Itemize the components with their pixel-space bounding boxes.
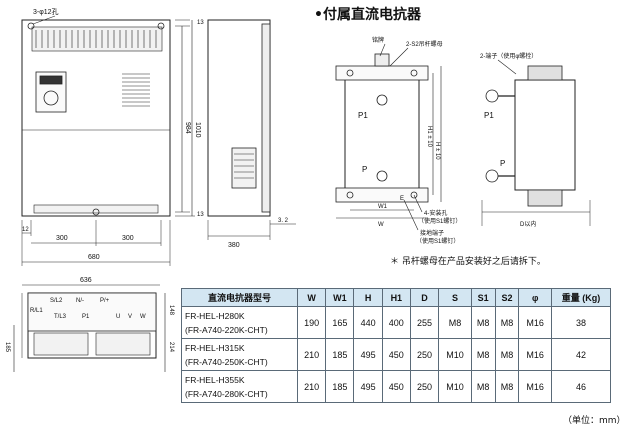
col-model: 直流电抗器型号: [181, 288, 298, 307]
value-cell: M10: [438, 338, 472, 371]
label-mount-holes: 4-安装孔: [424, 209, 447, 217]
reactor-p-label: P: [362, 165, 367, 174]
label-plate: 铭牌: [372, 36, 384, 44]
col-h: H: [353, 288, 383, 307]
table-row: FR-HEL-H315K(FR-A740-250K-CHT) 210 185 4…: [181, 338, 611, 371]
dim-w1: W1: [378, 204, 388, 210]
col-s1: S1: [470, 288, 496, 307]
value-cell: 255: [409, 306, 440, 339]
dim-h: H ± 10: [434, 142, 440, 160]
label-terminal: 2-端子（使用φ螺栓）: [480, 52, 537, 60]
value-cell: 210: [296, 370, 327, 403]
value-cell: 46: [551, 370, 611, 403]
value-cell: 185: [325, 370, 355, 403]
col-s: S: [438, 288, 472, 307]
table-row: FR-HEL-H280K(FR-A740-220K-CHT) 190 165 4…: [181, 306, 611, 339]
inverter-terminal-view: [13, 284, 166, 372]
value-cell: 250: [409, 338, 440, 371]
side-p-label: P: [500, 159, 505, 168]
value-cell: 440: [353, 306, 383, 339]
terminal-t-l3: T/L3: [54, 314, 67, 320]
dim-636: 636: [80, 277, 92, 284]
value-cell: M8: [494, 338, 520, 371]
col-w: W: [296, 288, 327, 307]
table-row: FR-HEL-H355K(FR-A740-280K-CHT) 210 185 4…: [181, 370, 611, 403]
section-title: •付属直流电抗器: [314, 7, 421, 23]
model-cell: FR-HEL-H280K(FR-A740-220K-CHT): [181, 306, 298, 339]
value-cell: M16: [518, 370, 552, 403]
value-cell: 450: [381, 338, 411, 371]
dim-w: W: [378, 222, 384, 228]
label-ground-terminal-sub: （使用S1螺钉）: [416, 237, 459, 245]
value-cell: 185: [325, 338, 355, 371]
value-cell: 210: [296, 338, 327, 371]
value-cell: M8: [470, 306, 496, 339]
reactor-front-view: [335, 43, 442, 231]
value-cell: M8: [494, 306, 520, 339]
value-cell: 250: [409, 370, 440, 403]
col-s2: S2: [494, 288, 520, 307]
label-e: E: [400, 196, 404, 202]
col-d: D: [409, 288, 440, 307]
dim-12: 12: [22, 227, 29, 233]
side-p1-label: P1: [484, 111, 494, 120]
label-mount-holes-sub: （使用S1螺钉）: [418, 217, 461, 225]
lifting-nut-note: ＊ 吊杆螺母在产品安装好之后请拆下。: [390, 257, 546, 267]
reactor-side-view: [481, 59, 591, 226]
value-cell: M8: [470, 338, 496, 371]
dim-984: 984: [184, 122, 191, 134]
terminal-p1: P1: [82, 314, 90, 320]
dim-680: 680: [88, 254, 100, 261]
dim-3-2: 3. 2: [278, 218, 289, 224]
value-cell: 190: [296, 306, 327, 339]
value-cell: M8: [494, 370, 520, 403]
unit-label: （单位：mm）: [563, 416, 626, 426]
value-cell: M16: [518, 306, 552, 339]
value-cell: 38: [551, 306, 611, 339]
dim-300-b: 300: [122, 235, 134, 242]
value-cell: 495: [353, 370, 383, 403]
reactor-spec-table: 直流电抗器型号 W W1 H H1 D S S1 S2 φ 重量 (Kg) FR…: [181, 288, 611, 403]
value-cell: 165: [325, 306, 355, 339]
inverter-front-view: [21, 15, 195, 266]
label-hook-nut: 2-S2吊杆螺母: [406, 40, 443, 48]
dim-top-13: 13: [197, 20, 204, 26]
value-cell: M8: [438, 306, 472, 339]
model-cell: FR-HEL-H315K(FR-A740-250K-CHT): [181, 338, 298, 371]
terminal-u: U: [116, 314, 120, 320]
col-phi: φ: [518, 288, 552, 307]
value-cell: M8: [470, 370, 496, 403]
dim-1010: 1010: [194, 122, 201, 138]
table-header-row: 直流电抗器型号 W W1 H H1 D S S1 S2 φ 重量 (Kg): [181, 288, 611, 307]
col-weight: 重量 (Kg): [551, 288, 611, 307]
dim-380: 380: [228, 242, 240, 249]
dim-d: D以内: [520, 220, 536, 228]
value-cell: M16: [518, 338, 552, 371]
dim-214: 214: [168, 342, 174, 353]
terminal-w: W: [140, 314, 146, 320]
terminal-v: V: [128, 314, 132, 320]
reactor-p1-label: P1: [358, 111, 368, 120]
value-cell: 495: [353, 338, 383, 371]
terminal-n: N/-: [76, 298, 84, 304]
value-cell: 400: [381, 306, 411, 339]
terminal-s-l2: S/L2: [50, 298, 63, 304]
dim-bottom-13: 13: [197, 212, 204, 218]
value-cell: M10: [438, 370, 472, 403]
dim-300-a: 300: [56, 235, 68, 242]
value-cell: 450: [381, 370, 411, 403]
col-h1: H1: [381, 288, 411, 307]
inverter-side-view: [207, 19, 296, 240]
label-ground-terminal: 接地端子: [420, 229, 444, 237]
dim-148: 148: [168, 305, 174, 316]
hole-label: 3-φ12孔: [33, 8, 59, 16]
dim-185: 185: [4, 342, 10, 353]
dim-h1: H1 ± 10: [426, 126, 432, 148]
terminal-r-l1: R/L1: [30, 308, 43, 314]
terminal-p-plus: P/+: [100, 298, 110, 304]
value-cell: 42: [551, 338, 611, 371]
model-cell: FR-HEL-H355K(FR-A740-280K-CHT): [181, 370, 298, 403]
col-w1: W1: [325, 288, 355, 307]
